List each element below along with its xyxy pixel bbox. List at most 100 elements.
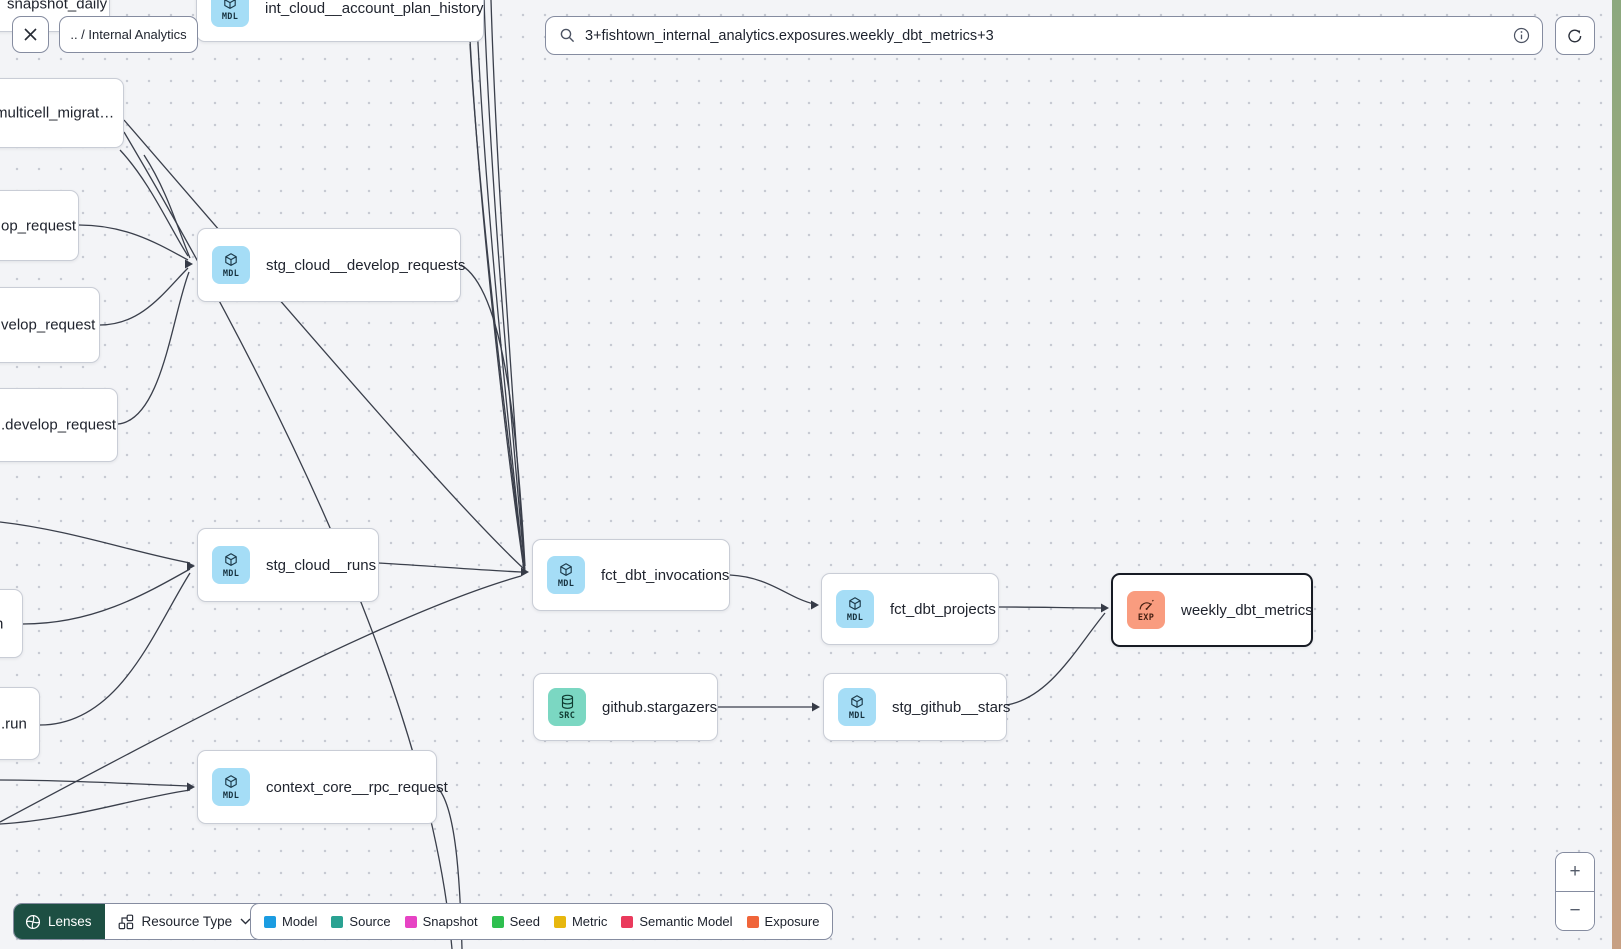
badge-label: SRC	[558, 710, 576, 721]
search-bar	[545, 16, 1543, 55]
node-label: velop_request	[1, 316, 96, 334]
database-icon	[561, 694, 573, 709]
lineage-edge	[1006, 612, 1106, 706]
close-button[interactable]	[12, 16, 49, 53]
lineage-edge	[0, 575, 522, 823]
edge-arrowhead	[811, 600, 819, 610]
badge-label: MDL	[222, 268, 240, 279]
node-label: stg_cloud__runs	[266, 556, 377, 574]
cube-icon	[851, 694, 863, 708]
badge-label: EXP	[1137, 612, 1155, 623]
legend-swatch-seed	[491, 915, 504, 928]
lineage-edge	[469, 43, 525, 571]
badge-label: MDL	[848, 710, 866, 721]
lineage-edge	[0, 521, 191, 564]
node-label: int_cloud__account_plan_history	[265, 0, 484, 17]
exposure-badge: EXP	[1127, 591, 1165, 629]
node-label: fct_dbt_invocations	[601, 566, 730, 584]
search-input[interactable]	[585, 27, 1513, 44]
edge-arrowhead	[1101, 603, 1109, 613]
graph-node[interactable]: MDL stg_cloud__runs	[197, 528, 379, 602]
source-badge: SRC	[548, 688, 586, 726]
resource-type-label: Resource Type	[141, 914, 233, 929]
edge-arrowhead	[521, 567, 529, 577]
badge-label: MDL	[846, 612, 864, 623]
legend-label: Metric	[571, 914, 608, 929]
lineage-edge	[729, 574, 815, 605]
legend-swatch-metric	[553, 915, 566, 928]
lineage-edge	[378, 562, 522, 573]
lineage-edge	[0, 779, 191, 787]
node-label: stg_github__stars	[892, 698, 1011, 716]
resource-type-legend: Model Source Snapshot Seed Metric Semantic Mo…	[250, 903, 834, 940]
lineage-edge	[998, 606, 1105, 609]
graph-node[interactable]: n	[0, 589, 23, 658]
breadcrumb[interactable]: .. / Internal Analytics	[59, 16, 198, 53]
gauge-icon	[1139, 599, 1154, 610]
node-label: stg_cloud__develop_requests	[266, 256, 466, 274]
graph-node[interactable]: multicell_migrat…	[0, 78, 124, 148]
lenses-button[interactable]: Lenses	[14, 904, 105, 939]
cube-icon	[849, 596, 861, 610]
node-label: n	[0, 615, 3, 632]
lens-icon	[25, 914, 41, 929]
graph-node[interactable]: op_request	[0, 190, 79, 261]
zoom-in-button[interactable]: +	[1556, 853, 1594, 892]
chevron-down-icon	[240, 918, 251, 925]
close-icon	[24, 28, 37, 41]
cube-icon	[225, 774, 237, 788]
graph-node[interactable]: .develop_request	[0, 388, 118, 462]
search-icon	[560, 28, 575, 43]
graph-node[interactable]: .run	[0, 687, 40, 760]
refresh-button[interactable]	[1555, 16, 1595, 55]
legend-swatch-exposure	[746, 915, 759, 928]
legend-item: Model	[264, 914, 317, 929]
legend-label: Source	[349, 914, 391, 929]
badge-label: MDL	[222, 790, 240, 801]
lineage-edge	[123, 119, 524, 569]
legend-label: Seed	[509, 914, 540, 929]
legend-item: Seed	[491, 914, 540, 929]
lenses-toolbar: Lenses Resource Type	[13, 903, 266, 940]
graph-node[interactable]: velop_request	[0, 287, 100, 363]
legend-item: Semantic Model	[621, 914, 733, 929]
legend-item: Metric	[553, 914, 608, 929]
zoom-out-button[interactable]: −	[1556, 892, 1594, 930]
badge-label: MDL	[221, 11, 239, 22]
graph-node[interactable]: MDL int_cloud__account_plan_history	[196, 0, 484, 42]
lenses-label: Lenses	[48, 914, 92, 929]
edge-arrowhead	[187, 782, 195, 792]
graph-node[interactable]: MDL stg_github__stars	[823, 673, 1011, 741]
legend-swatch-semantic-model	[621, 915, 634, 928]
lineage-edge	[39, 572, 191, 726]
lineage-edge	[143, 154, 191, 259]
node-label: multicell_migrat…	[0, 104, 115, 122]
model-badge: MDL	[211, 0, 249, 27]
lineage-edge	[483, 0, 526, 573]
resource-type-dropdown[interactable]: Resource Type	[104, 904, 265, 939]
model-badge: MDL	[212, 768, 250, 806]
lineage-edge	[460, 264, 526, 567]
legend-swatch-snapshot	[404, 915, 417, 928]
info-icon[interactable]	[1513, 27, 1530, 44]
node-label: .develop_request	[1, 416, 117, 434]
cube-icon	[225, 252, 237, 266]
desktop-wallpaper-edge	[1612, 0, 1621, 949]
model-badge: MDL	[212, 246, 250, 284]
badge-label: MDL	[222, 568, 240, 579]
node-label: snapshot_daily	[7, 0, 108, 13]
graph-node[interactable]: MDL stg_cloud__develop_requests	[197, 228, 465, 302]
node-label: github.stargazers	[602, 698, 718, 716]
legend-label: Snapshot	[422, 914, 478, 929]
legend-swatch-model	[264, 915, 276, 928]
legend-label: Exposure	[764, 914, 820, 929]
graph-node[interactable]: SRC github.stargazers	[533, 673, 718, 741]
legend-label: Semantic Model	[639, 914, 733, 929]
legend-swatch-source	[331, 915, 344, 928]
